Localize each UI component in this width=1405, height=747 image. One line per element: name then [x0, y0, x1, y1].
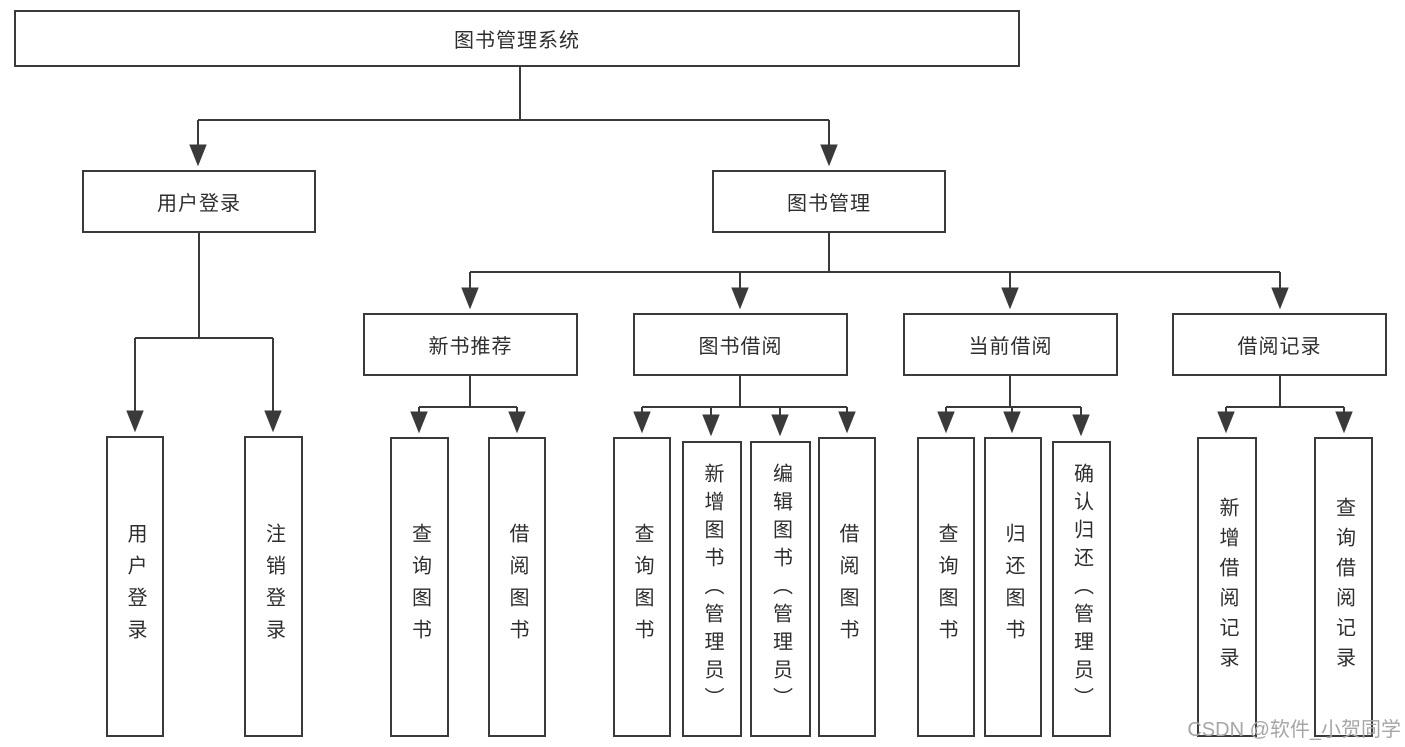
node-current-borrowing: 当前借阅: [903, 313, 1118, 376]
csdn-watermark: CSDN @软件_小贺同学: [1187, 719, 1401, 741]
node-label: 新书推荐: [428, 336, 513, 358]
leaf-label: 查询借阅记录: [1332, 497, 1355, 677]
leaf-label: 用户登录: [124, 522, 146, 651]
leaf-logout-login: 注销登录: [244, 436, 303, 737]
leaf-query-borrow-record: 查询借阅记录: [1314, 437, 1373, 737]
leaf-borrow-books-recommend: 借阅图书: [488, 437, 546, 737]
leaf-label: 注销登录: [262, 522, 285, 651]
leaf-user-login: 用户登录: [106, 436, 164, 737]
node-label: 图书管理系统: [454, 30, 580, 52]
node-label: 用户登录: [157, 193, 241, 215]
leaf-label: 新增借阅记录: [1216, 497, 1238, 677]
node-book-borrowing: 图书借阅: [633, 313, 848, 376]
leaf-query-books-current: 查询图书: [917, 437, 975, 737]
node-label: 图书借阅: [698, 336, 783, 358]
node-user-login: 用户登录: [82, 170, 316, 233]
leaf-add-borrow-record: 新增借阅记录: [1197, 437, 1257, 737]
node-book-management: 图书管理: [712, 170, 946, 233]
leaf-label: 编辑图书（管理员）: [769, 463, 792, 715]
leaf-label: 借阅图书: [506, 523, 528, 651]
leaf-label: 查询图书: [631, 523, 653, 651]
node-label: 当前借阅: [968, 336, 1053, 358]
node-new-book-recommend: 新书推荐: [363, 313, 578, 376]
leaf-return-book: 归还图书: [984, 437, 1042, 737]
node-borrow-records: 借阅记录: [1172, 313, 1387, 376]
node-label: 借阅记录: [1237, 336, 1322, 358]
leaf-label: 查询图书: [408, 523, 431, 651]
leaf-label: 新增图书（管理员）: [701, 463, 723, 715]
leaf-label: 确认归还（管理员）: [1070, 463, 1093, 715]
node-label: 图书管理: [787, 193, 871, 215]
leaf-edit-book-admin: 编辑图书（管理员）: [750, 441, 811, 737]
leaf-query-books-borrowing: 查询图书: [613, 437, 671, 737]
leaf-add-book-admin: 新增图书（管理员）: [682, 441, 742, 737]
leaf-query-books-recommend: 查询图书: [390, 437, 449, 737]
leaf-label: 归还图书: [1002, 523, 1024, 651]
leaf-borrow-books-borrowing: 借阅图书: [818, 437, 876, 737]
leaf-confirm-return-admin: 确认归还（管理员）: [1052, 441, 1111, 737]
leaf-label: 借阅图书: [836, 523, 858, 651]
node-library-management-system: 图书管理系统: [14, 10, 1020, 67]
leaf-label: 查询图书: [935, 523, 957, 651]
